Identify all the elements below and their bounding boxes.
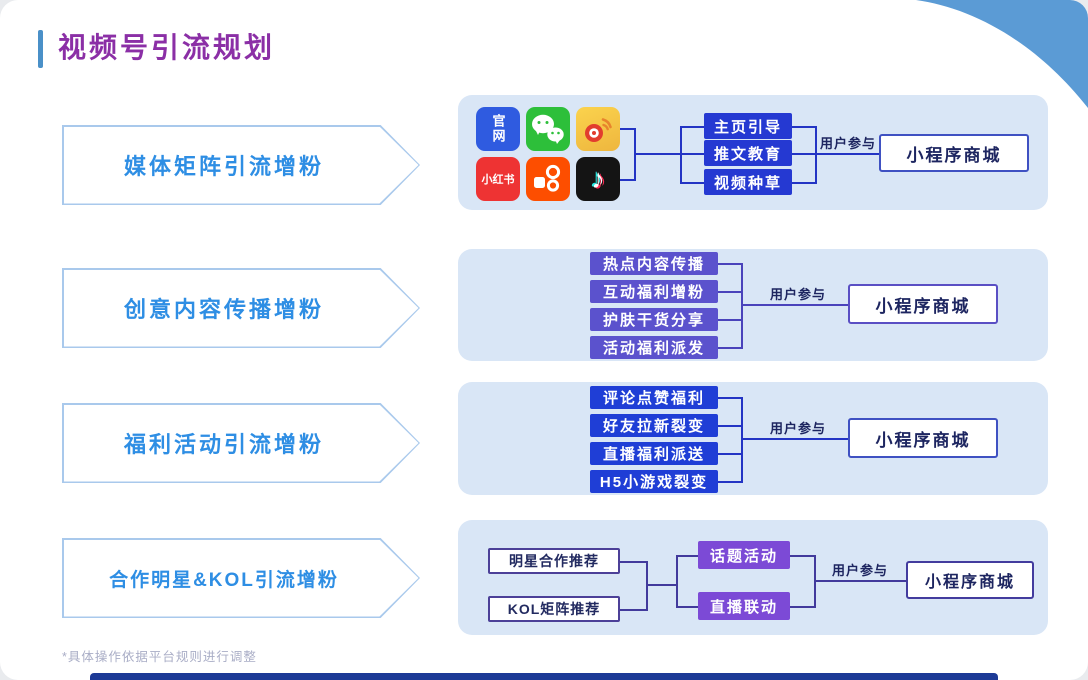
- connector-line: [741, 397, 743, 483]
- connector-line: [620, 609, 646, 611]
- mini-program-mall-node: 小程序商城: [906, 561, 1034, 599]
- connector-line: [680, 126, 704, 128]
- guanwang-icon: 官网: [476, 107, 520, 151]
- guanwang-icon-label: 官网: [490, 114, 506, 144]
- flow-node: 推文教育: [704, 140, 792, 166]
- title-accent-bar: [38, 30, 43, 68]
- stage-label: 媒体矩阵引流增粉: [123, 154, 324, 179]
- connector-line: [741, 438, 848, 440]
- xiaohongshu-icon: 小红书: [476, 157, 520, 201]
- connector-line: [620, 128, 634, 130]
- user-participation-label: 用户参与: [819, 136, 876, 151]
- connector-line: [646, 584, 676, 586]
- connector-line: [676, 555, 698, 557]
- connector-line: [792, 182, 815, 184]
- flow-node: H5小游戏裂变: [590, 470, 718, 493]
- source-node: KOL矩阵推荐: [488, 596, 620, 622]
- connector-line: [815, 126, 817, 184]
- flow-node: 直播联动: [698, 592, 790, 620]
- connector-line: [676, 555, 678, 608]
- stage-label: 创意内容传播增粉: [123, 297, 324, 322]
- connector-line: [792, 153, 815, 155]
- connector-line: [680, 126, 682, 184]
- flow-node: 评论点赞福利: [590, 386, 718, 409]
- page-title: 视频号引流规划: [58, 32, 276, 63]
- stage-arrow-welfare-activity: 福利活动引流增粉: [62, 403, 420, 483]
- connector-line: [814, 580, 906, 582]
- flow-panel-media-matrix: 官网: [458, 95, 1048, 210]
- connector-line: [718, 481, 741, 483]
- flow-panel-creative-content: 热点内容传播 互动福利增粉 护肤干货分享 活动福利派发 用户参与 小程序商城: [458, 249, 1048, 361]
- stage-arrow-celebrity-kol: 合作明星&KOL引流增粉: [62, 538, 420, 618]
- mini-program-mall-node: 小程序商城: [848, 284, 998, 324]
- footnote: *具体操作依据平台规则进行调整: [62, 650, 257, 664]
- flow-node: 互动福利增粉: [590, 280, 718, 303]
- connector-line: [620, 561, 646, 563]
- connector-line: [718, 347, 741, 349]
- arrow-face: 合作明星&KOL引流增粉: [63, 539, 419, 617]
- stage-arrow-media-matrix: 媒体矩阵引流增粉: [62, 125, 420, 205]
- connector-line: [790, 606, 814, 608]
- user-participation-label: 用户参与: [831, 563, 888, 578]
- wechat-icon: [526, 107, 570, 151]
- douyin-icon: ♪: [576, 157, 620, 201]
- connector-line: [718, 319, 741, 321]
- flow-node: 主页引导: [704, 113, 792, 139]
- flow-node: 热点内容传播: [590, 252, 718, 275]
- source-node: 明星合作推荐: [488, 548, 620, 574]
- flow-panel-welfare-activity: 评论点赞福利 好友拉新裂变 直播福利派送 H5小游戏裂变 用户参与 小程序商城: [458, 382, 1048, 495]
- connector-line: [718, 397, 741, 399]
- corner-swoosh-shape: [916, 0, 1088, 108]
- weibo-icon: [576, 107, 620, 151]
- flow-panel-celebrity-kol: 明星合作推荐 KOL矩阵推荐 话题活动 直播联动 用户参与 小程序商城: [458, 520, 1048, 635]
- platform-icons: 官网: [476, 107, 620, 201]
- user-participation-label: 用户参与: [769, 421, 826, 436]
- connector-line: [646, 561, 648, 611]
- kuaishou-icon: [526, 157, 570, 201]
- user-participation-label: 用户参与: [769, 287, 826, 302]
- connector-line: [718, 291, 741, 293]
- connector-line: [676, 606, 698, 608]
- arrow-face: 福利活动引流增粉: [63, 404, 419, 482]
- stage-arrow-creative-content: 创意内容传播增粉: [62, 268, 420, 348]
- flow-node: 好友拉新裂变: [590, 414, 718, 437]
- connector-line: [815, 153, 879, 155]
- stage-label: 福利活动引流增粉: [123, 432, 324, 457]
- douyin-icon-glyph: ♪: [591, 163, 605, 194]
- connector-line: [718, 263, 741, 265]
- bottom-accent-bar: [90, 673, 998, 680]
- connector-line: [718, 425, 741, 427]
- flow-node: 护肤干货分享: [590, 308, 718, 331]
- connector-line: [680, 182, 704, 184]
- connector-line: [620, 179, 634, 181]
- arrow-face: 媒体矩阵引流增粉: [63, 126, 419, 204]
- connector-line: [718, 453, 741, 455]
- mini-program-mall-node: 小程序商城: [879, 134, 1029, 172]
- flow-node: 活动福利派发: [590, 336, 718, 359]
- xiaohongshu-icon-label: 小红书: [481, 174, 515, 186]
- connector-line: [792, 126, 815, 128]
- connector-line: [680, 153, 704, 155]
- mini-program-mall-node: 小程序商城: [848, 418, 998, 458]
- connector-line: [741, 263, 743, 349]
- arrow-face: 创意内容传播增粉: [63, 269, 419, 347]
- connector-line: [790, 555, 814, 557]
- flow-node: 话题活动: [698, 541, 790, 569]
- connector-line: [741, 304, 848, 306]
- connector-line: [634, 153, 680, 155]
- stage-label: 合作明星&KOL引流增粉: [109, 569, 339, 591]
- flow-node: 直播福利派送: [590, 442, 718, 465]
- flow-node: 视频种草: [704, 169, 792, 195]
